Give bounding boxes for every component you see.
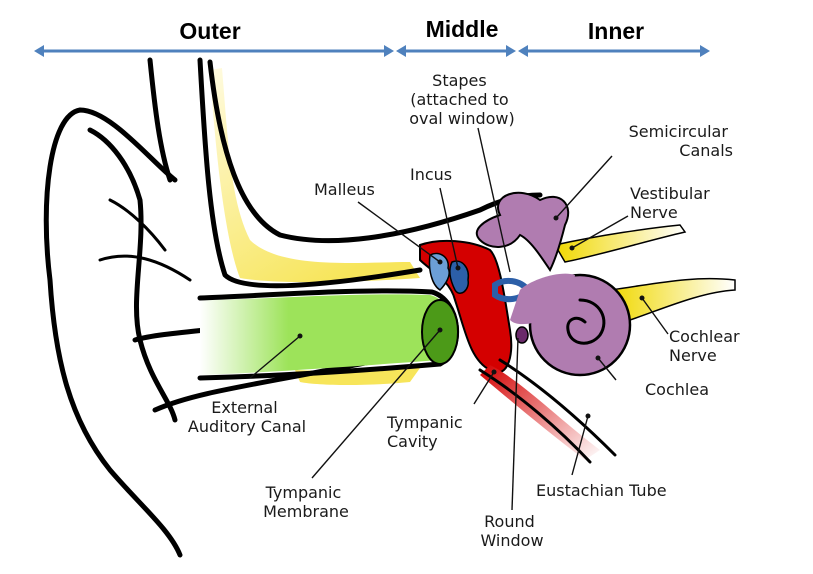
label-round-window: Round Window <box>480 512 543 550</box>
round-window <box>515 326 529 344</box>
region-arrows <box>34 45 710 57</box>
region-label-inner: Inner <box>588 18 644 44</box>
arrowhead-icon <box>700 45 710 57</box>
vestibular-nerve <box>553 224 687 263</box>
label-vestibular-nerve: Vestibular Nerve <box>630 184 715 222</box>
label-tympanic-membrane: Tympanic Membrane <box>263 483 349 521</box>
label-malleus: Malleus <box>314 180 375 199</box>
label-stapes: Stapes (attached to oval window) <box>409 71 515 128</box>
arrowhead-icon <box>506 45 516 57</box>
arrowhead-icon <box>396 45 406 57</box>
label-external-auditory-canal: External Auditory Canal <box>188 398 306 436</box>
label-tympanic-cavity: Tympanic Cavity <box>386 413 468 451</box>
label-semicircular-canals: Semicircular Canals <box>629 122 733 160</box>
region-label-outer: Outer <box>179 18 240 44</box>
label-cochlea: Cochlea <box>645 380 709 399</box>
cochlea-spiral <box>566 298 606 345</box>
external-auditory-canal <box>200 294 453 375</box>
semicircular-canals <box>475 191 570 272</box>
temporal-bone-upper <box>210 68 420 283</box>
label-cochlear-nerve: Cochlear Nerve <box>669 327 745 365</box>
label-eustachian-tube: Eustachian Tube <box>536 481 667 500</box>
region-label-middle: Middle <box>426 16 499 42</box>
inner-ear <box>475 191 632 377</box>
cochlear-nerve <box>608 277 736 321</box>
leader-lines <box>249 127 669 511</box>
arrowhead-icon <box>384 45 394 57</box>
incus <box>449 260 470 294</box>
arrowhead-icon <box>518 45 528 57</box>
vestibule <box>510 273 575 325</box>
malleus <box>428 252 450 291</box>
label-incus: Incus <box>410 165 452 184</box>
arrowhead-icon <box>34 45 44 57</box>
